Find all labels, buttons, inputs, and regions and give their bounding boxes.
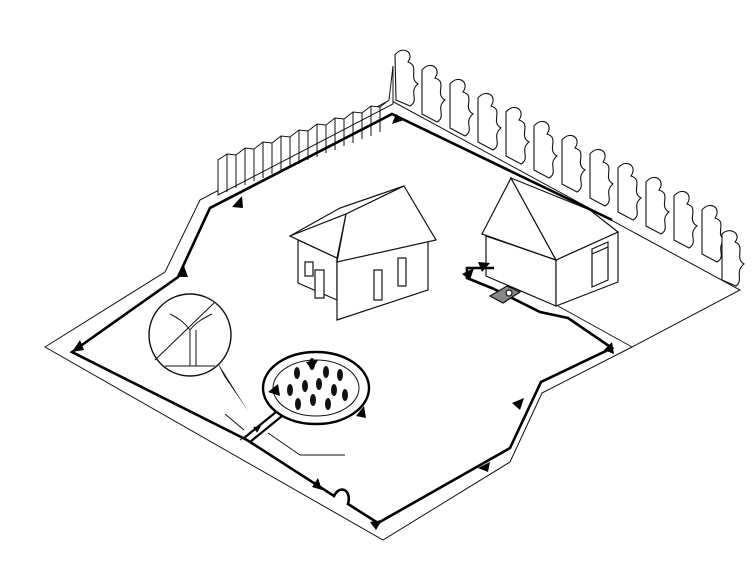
lawn-outline <box>44 99 742 541</box>
direction-arrows <box>72 114 614 530</box>
flower-bed <box>261 350 371 426</box>
house <box>288 185 437 321</box>
garage <box>481 176 620 307</box>
fence <box>217 65 394 196</box>
distance-dimension <box>224 413 345 456</box>
robot-mower <box>488 285 522 304</box>
island-wire <box>243 411 283 443</box>
magnifier-callout <box>148 293 248 411</box>
hedge <box>394 49 745 287</box>
